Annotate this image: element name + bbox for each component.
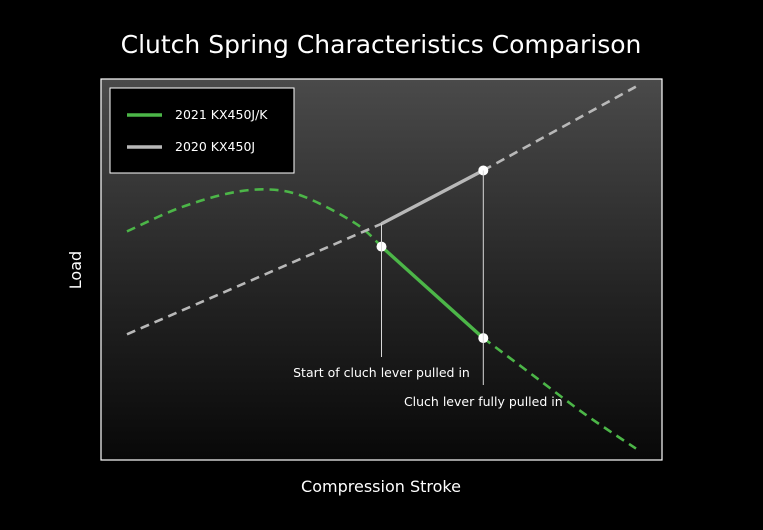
series-layer xyxy=(126,85,637,450)
series-2020-before xyxy=(126,222,383,336)
annotation-label-1: Cluch lever fully pulled in xyxy=(404,394,563,409)
legend-label-2020: 2020 KX450J xyxy=(175,139,255,154)
legend-label-2021: 2021 KX450J/K xyxy=(175,107,268,122)
y-axis-label: Load xyxy=(66,251,85,289)
chart-title: Clutch Spring Characteristics Comparison xyxy=(121,30,642,59)
series-2021-active xyxy=(380,245,485,340)
legend: 2021 KX450J/K 2020 KX450J xyxy=(109,87,295,174)
series-2021-before xyxy=(126,188,383,248)
annotation-label-0: Start of cluch lever pulled in xyxy=(293,365,470,380)
series-2020-active xyxy=(380,168,485,226)
series-2021-after xyxy=(482,337,637,450)
x-axis-label: Compression Stroke xyxy=(301,477,461,496)
annotation-layer: Start of cluch lever pulled in Cluch leve… xyxy=(293,170,563,409)
legend-box xyxy=(109,87,295,174)
